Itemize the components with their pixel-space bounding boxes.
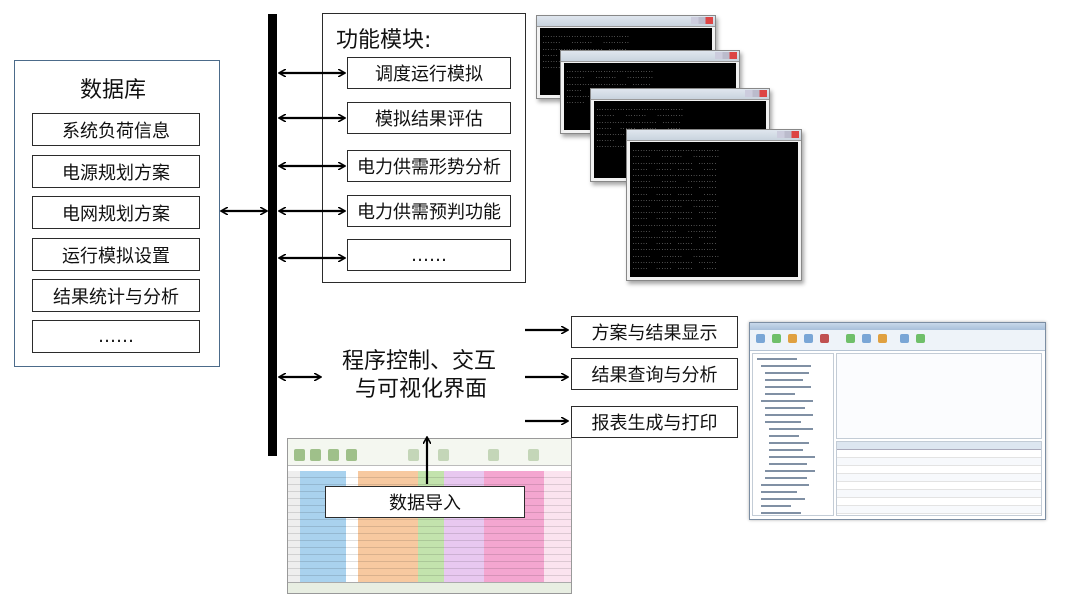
application-screenshot: [749, 322, 1046, 520]
module-supply-demand-analysis: 电力供需形势分析: [347, 150, 511, 182]
db-item-load-info: 系统负荷信息: [32, 113, 200, 146]
database-title: 数据库: [80, 78, 147, 103]
control-label-line2: 与可视化界面: [355, 377, 488, 402]
module-result-evaluation: 模拟结果评估: [347, 102, 511, 134]
module-supply-demand-forecast: 电力供需预判功能: [347, 195, 511, 227]
output-display: 方案与结果显示: [571, 316, 738, 348]
console-window-4: ................................. ......…: [626, 129, 802, 281]
db-item-result-statistics: 结果统计与分析: [32, 279, 200, 312]
db-item-more: ……: [32, 320, 200, 353]
db-item-simulation-settings: 运行模拟设置: [32, 238, 200, 271]
db-item-grid-plan: 电网规划方案: [32, 196, 200, 229]
output-report-print: 报表生成与打印: [571, 406, 738, 438]
output-query-analysis: 结果查询与分析: [571, 358, 738, 390]
control-label-line1: 程序控制、交互: [342, 349, 497, 374]
db-item-generation-plan: 电源规划方案: [32, 155, 200, 188]
data-import-label: 数据导入: [325, 486, 525, 518]
modules-title: 功能模块:: [336, 28, 432, 53]
system-bus: [268, 14, 277, 456]
module-more: ……: [347, 239, 511, 271]
module-dispatch-simulation: 调度运行模拟: [347, 57, 511, 89]
